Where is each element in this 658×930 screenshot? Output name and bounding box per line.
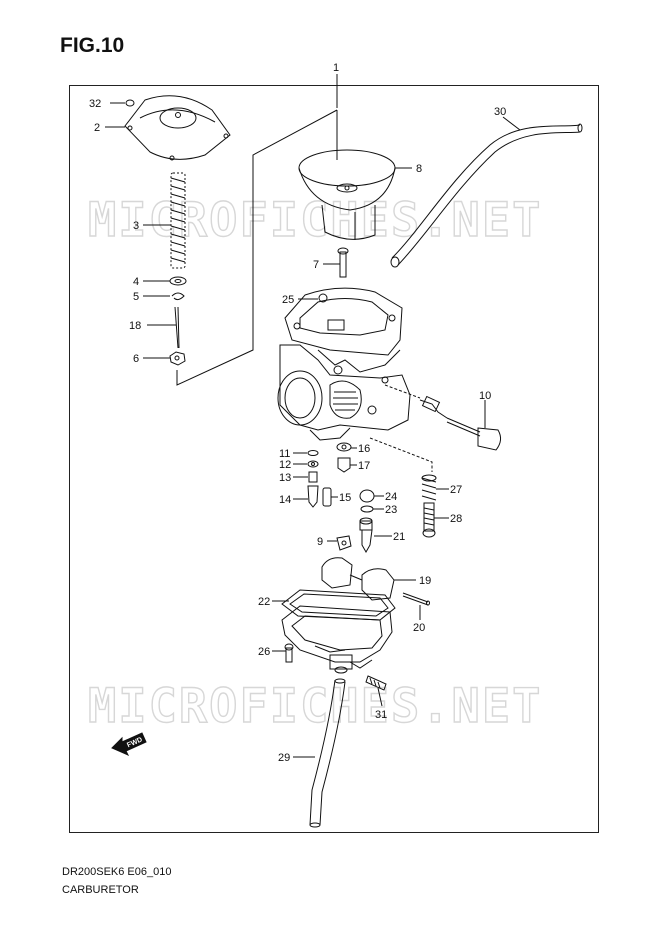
diagram-code: DR200SEK6 E06_010 (62, 866, 172, 878)
callout-31: 31 (375, 709, 387, 721)
part-31-drain-screw (365, 675, 387, 707)
callout-19: 19 (419, 575, 431, 587)
group-outline-upper (252, 109, 338, 240)
part-13-jet (293, 471, 318, 483)
callout-25: 25 (282, 294, 294, 306)
part-9-screw (327, 535, 352, 551)
callout-29: 29 (278, 752, 290, 764)
callout-6: 6 (133, 353, 139, 365)
part-30-hose (390, 116, 583, 268)
float-chamber (281, 605, 393, 674)
callout-9: 9 (317, 536, 323, 548)
part-21-needle-valve (359, 517, 392, 554)
part-5-clip (143, 292, 185, 301)
fwd-arrow-icon: FWD (111, 732, 147, 757)
callout-13: 13 (279, 472, 291, 484)
callout-17: 17 (358, 460, 370, 472)
callout-26: 26 (258, 646, 270, 658)
callout-11: 11 (279, 448, 290, 460)
part-12-washer (293, 460, 319, 468)
callout-10: 10 (479, 390, 491, 402)
part-15-pilot-jet (322, 487, 338, 507)
part-3-spring (143, 172, 186, 269)
callout-1: 1 (333, 62, 339, 74)
figure-title: FIG.10 (60, 34, 125, 57)
watermark-top: MICROFICHES.NET (88, 193, 542, 248)
part-16-washer (336, 442, 357, 452)
part-14-needle-jet (293, 485, 319, 508)
callout-18: 18 (129, 320, 141, 332)
callout-12: 12 (279, 459, 291, 471)
callout-30: 30 (494, 106, 506, 118)
part-7-screw (323, 247, 349, 278)
callout-23: 23 (385, 504, 397, 516)
callout-15: 15 (339, 492, 351, 504)
callout-5: 5 (133, 291, 139, 303)
part-29-drain-hose (293, 678, 346, 828)
callout-7: 7 (313, 259, 319, 271)
group-outline-left (176, 240, 254, 386)
callout-14: 14 (279, 494, 291, 506)
callout-16: 16 (358, 443, 370, 455)
leader-dash-27 (369, 437, 433, 472)
part-22-gasket (272, 589, 396, 621)
part-27-spring (421, 474, 449, 501)
part-18-needle (147, 306, 180, 349)
part-8-diaphragm (298, 149, 412, 240)
callout-28: 28 (450, 513, 462, 525)
callout-27: 27 (450, 484, 462, 496)
callout-21: 21 (393, 531, 405, 543)
part-17-plug (337, 457, 357, 473)
part-10-cable (384, 384, 502, 451)
part-23-oring (360, 505, 384, 513)
callout-24: 24 (385, 491, 397, 503)
part-6-nut (143, 351, 186, 366)
part-11-oring (293, 450, 319, 456)
callout-20: 20 (413, 622, 425, 634)
part-26-screw (272, 643, 294, 663)
callout-22: 22 (258, 596, 270, 608)
part-32-screw (110, 99, 135, 107)
diagram-caption: CARBURETOR (62, 884, 139, 896)
callout-4: 4 (133, 276, 139, 288)
part-2-top-cap (105, 95, 231, 161)
part-24-float-valve (359, 489, 384, 503)
callout-8: 8 (416, 163, 422, 175)
part-4-washer (143, 276, 187, 286)
diagram-frame (69, 85, 599, 833)
callout-3: 3 (133, 220, 139, 232)
callout-32: 32 (89, 98, 101, 110)
callout-2: 2 (94, 122, 100, 134)
watermark-bottom: MICROFICHES.NET (88, 679, 542, 734)
part-20-pin (402, 592, 430, 620)
carburetor-body (277, 287, 411, 441)
part-28-screw (422, 502, 449, 538)
